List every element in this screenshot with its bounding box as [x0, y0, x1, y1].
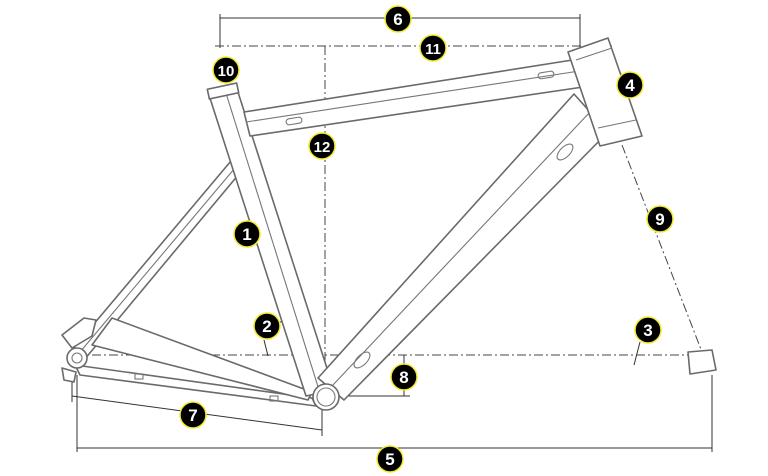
- callout-4-label: 4: [625, 76, 635, 95]
- callout-7-label: 7: [188, 406, 197, 425]
- callout-5-label: 5: [385, 450, 394, 469]
- callout-12: 12: [308, 132, 336, 160]
- seat-stay: [71, 154, 245, 361]
- callout-12-label: 12: [314, 139, 331, 156]
- callout-1: 1: [233, 220, 261, 248]
- callout-6-label: 6: [393, 10, 402, 29]
- callout-2: 2: [253, 312, 281, 340]
- top-tube: [243, 57, 591, 137]
- callout-11: 11: [419, 34, 447, 62]
- callout-4: 4: [616, 71, 644, 99]
- callout-6: 6: [384, 5, 412, 33]
- callout-1-label: 1: [242, 225, 251, 244]
- callout-10-label: 10: [218, 63, 235, 80]
- head-tube: [567, 37, 643, 147]
- callout-9: 9: [646, 205, 674, 233]
- callout-8-label: 8: [399, 368, 408, 387]
- callout-7: 7: [179, 401, 207, 429]
- callout-9-label: 9: [655, 210, 664, 229]
- callout-5: 5: [376, 445, 404, 473]
- callout-3-label: 3: [643, 321, 652, 340]
- callout-8: 8: [390, 363, 418, 391]
- callout-11-label: 11: [425, 41, 441, 58]
- bicycle-frame: [61, 37, 717, 411]
- callout-3: 3: [634, 316, 662, 344]
- callout-2-label: 2: [262, 317, 271, 336]
- rear-dropout: [66, 347, 88, 369]
- callout-10: 10: [212, 56, 240, 84]
- fork-tip: [687, 349, 717, 375]
